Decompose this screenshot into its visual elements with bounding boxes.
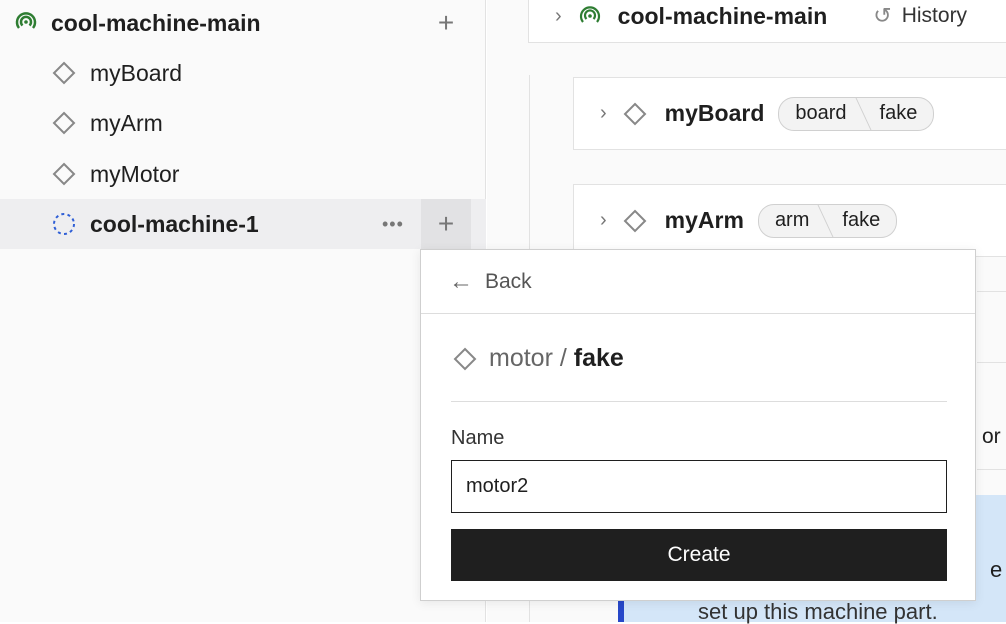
back-label: Back	[485, 269, 532, 293]
sidebar-item-mymotor[interactable]: myMotor	[0, 149, 486, 199]
diamond-icon	[52, 111, 76, 135]
add-component-button[interactable]: +	[421, 199, 471, 249]
machine-header: › cool-machine-main ↺ History	[528, 0, 1006, 43]
add-component-popover: ← Back motor / fake Name Create	[420, 249, 976, 601]
machine-name: cool-machine-main	[51, 9, 261, 36]
add-button[interactable]: +	[437, 7, 455, 38]
sidebar-item-myarm[interactable]: myArm	[0, 98, 486, 148]
divider	[977, 291, 1006, 292]
separator: /	[559, 344, 567, 372]
info-text: set up this machine part.	[698, 599, 938, 624]
type-label: arm	[774, 209, 810, 231]
chevron-right-icon[interactable]: ›	[555, 4, 562, 27]
history-button[interactable]: History	[901, 4, 968, 27]
signal-icon	[579, 6, 600, 23]
sidebar-item-label: myArm	[90, 109, 163, 136]
header-machine-name: cool-machine-main	[617, 2, 828, 29]
sidebar: cool-machine-main + myBoard myArm myMoto…	[0, 0, 486, 622]
model-label: fake	[879, 102, 918, 124]
sidebar-item-cool-machine-1[interactable]: cool-machine-1 ••• +	[0, 199, 486, 249]
popover-title: motor / fake	[453, 344, 624, 373]
arrow-left-icon: ←	[449, 267, 473, 295]
name-input[interactable]	[451, 460, 947, 513]
divider	[977, 362, 1006, 363]
component-type: motor	[489, 344, 553, 372]
back-button[interactable]: ← Back	[421, 250, 975, 314]
diamond-icon	[623, 209, 647, 232]
type-badge: board fake	[778, 96, 935, 131]
model-label: fake	[842, 209, 881, 231]
sidebar-item-label: myBoard	[90, 59, 183, 86]
component-card-myboard[interactable]: › myBoard board fake	[573, 77, 1006, 150]
machine-row[interactable]: cool-machine-main +	[0, 0, 486, 48]
chevron-right-icon[interactable]: ›	[600, 102, 607, 124]
type-badge: arm fake	[757, 203, 898, 238]
info-text-partial: e	[990, 557, 1003, 582]
history-icon: ↺	[873, 3, 892, 28]
diamond-icon	[52, 162, 76, 186]
diamond-icon	[623, 102, 647, 125]
component-card-myarm[interactable]: › myArm arm fake	[573, 184, 1006, 257]
dashed-circle-icon	[53, 213, 75, 235]
sidebar-item-label: cool-machine-1	[90, 210, 259, 237]
sidebar-item-label: myMotor	[90, 160, 180, 187]
more-options-button[interactable]: •••	[382, 213, 404, 234]
component-name: myBoard	[664, 100, 765, 126]
component-model: fake	[573, 344, 624, 372]
diamond-icon	[453, 347, 477, 370]
sidebar-item-myboard[interactable]: myBoard	[0, 48, 486, 98]
name-label: Name	[451, 427, 505, 449]
partial-text: or	[982, 425, 1001, 448]
type-label: board	[795, 102, 847, 124]
component-name: myArm	[664, 207, 744, 233]
divider	[977, 469, 1006, 470]
signal-icon	[15, 12, 37, 29]
create-button[interactable]: Create	[451, 529, 947, 581]
divider	[451, 401, 947, 402]
chevron-right-icon[interactable]: ›	[600, 209, 607, 231]
diamond-icon	[52, 61, 76, 85]
